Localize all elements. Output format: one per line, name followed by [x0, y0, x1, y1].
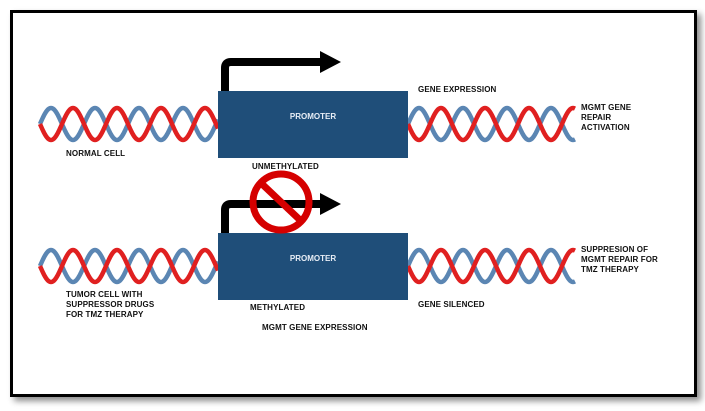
dna-helix-bot-right: [405, 247, 576, 285]
arrow-right-icon: [221, 200, 322, 233]
promoter-box-bottom: [218, 233, 408, 300]
dna-helix-bot-right: [405, 247, 576, 285]
diagram-caption: MGMT GENE EXPRESSION: [262, 323, 368, 332]
arrow-right-icon: [320, 193, 341, 215]
normal-cell-label: NORMAL CELL: [66, 149, 126, 158]
unmethylated-label: UNMETHYLATED: [252, 162, 319, 171]
suppression-label: SUPPRESION OF MGMT REPAIR FOR TMZ THERAP…: [581, 245, 658, 274]
diagram-frame: [10, 10, 697, 397]
prohibited-icon: [249, 170, 313, 234]
arrow-right-icon: [320, 51, 341, 73]
dna-helix-bot-left: [37, 247, 221, 285]
repair-activation-label: MGMT GENE REPAIR ACTIVATION: [581, 103, 632, 132]
arrow-right-icon: [221, 58, 322, 91]
gene-silenced-label: GENE SILENCED: [418, 300, 485, 309]
dna-helices: [37, 105, 576, 285]
dna-helix-top-left: [37, 105, 221, 143]
promoter-box-top: [218, 91, 408, 158]
promoter-label-top: PROMOTER: [289, 112, 337, 121]
dna-helix-top-right: [405, 105, 576, 143]
tumor-cell-label: TUMOR CELL WITH SUPPRESSOR DRUGS FOR TMZ…: [66, 290, 155, 319]
promoter-label-bottom: PROMOTER: [289, 254, 337, 263]
gene-expression-label: GENE EXPRESSION: [418, 85, 497, 94]
dna-helix-top-right: [405, 105, 576, 143]
methylated-label: METHYLATED: [250, 303, 306, 312]
